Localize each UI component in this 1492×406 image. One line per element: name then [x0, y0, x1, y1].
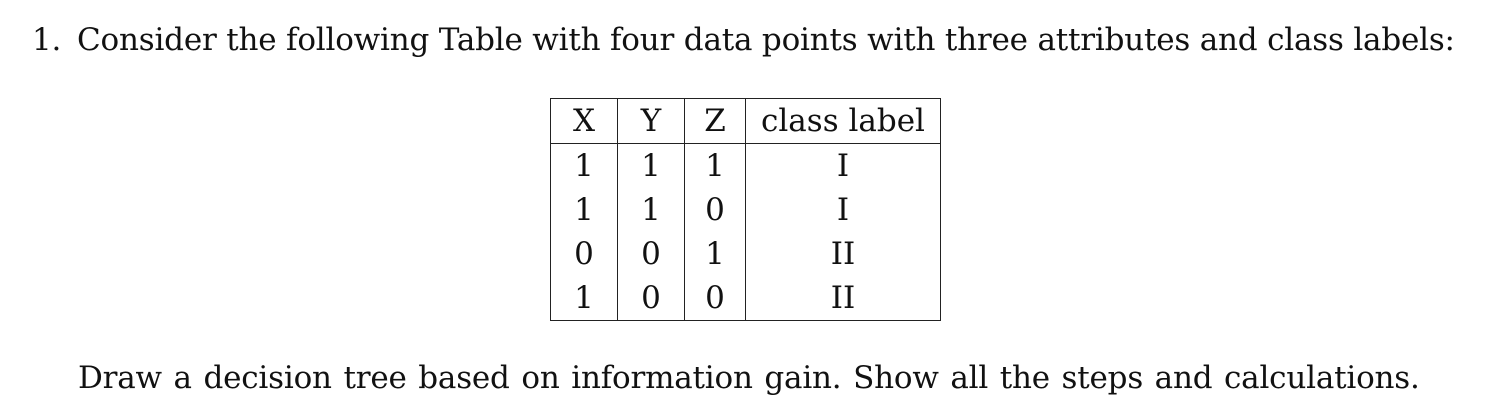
header-x: X [550, 98, 618, 144]
data-table: X Y Z class label 1 1 1 I 1 1 0 I 0 0 [550, 98, 941, 321]
cell-y: 1 [617, 188, 685, 232]
question-number: 1. [32, 22, 62, 58]
cell-x: 1 [550, 276, 618, 321]
cell-class-label: I [745, 188, 941, 232]
question-text: Consider the following Table with four d… [77, 22, 1455, 58]
table-row: 1 0 0 II [550, 276, 941, 321]
header-class-label: class label [745, 98, 941, 144]
cell-z: 0 [684, 276, 746, 321]
cell-class-label: I [745, 143, 941, 188]
cell-class-label: II [745, 232, 941, 276]
header-y: Y [617, 98, 685, 144]
instruction-text: Draw a decision tree based on informatio… [78, 360, 1420, 396]
cell-z: 1 [684, 232, 746, 276]
cell-x: 1 [550, 143, 618, 188]
cell-y: 0 [617, 276, 685, 321]
cell-z: 0 [684, 188, 746, 232]
header-z: Z [684, 98, 746, 144]
data-table-container: X Y Z class label 1 1 1 I 1 1 0 I 0 0 [550, 98, 941, 321]
cell-x: 1 [550, 188, 618, 232]
cell-y: 0 [617, 232, 685, 276]
cell-class-label: II [745, 276, 941, 321]
table-row: 1 1 0 I [550, 188, 941, 232]
cell-y: 1 [617, 143, 685, 188]
question-line: 1. Consider the following Table with four… [32, 20, 1455, 60]
cell-x: 0 [550, 232, 618, 276]
table-row: 0 0 1 II [550, 232, 941, 276]
table-row: 1 1 1 I [550, 143, 941, 188]
cell-z: 1 [684, 143, 746, 188]
table-header-row: X Y Z class label [550, 98, 941, 144]
